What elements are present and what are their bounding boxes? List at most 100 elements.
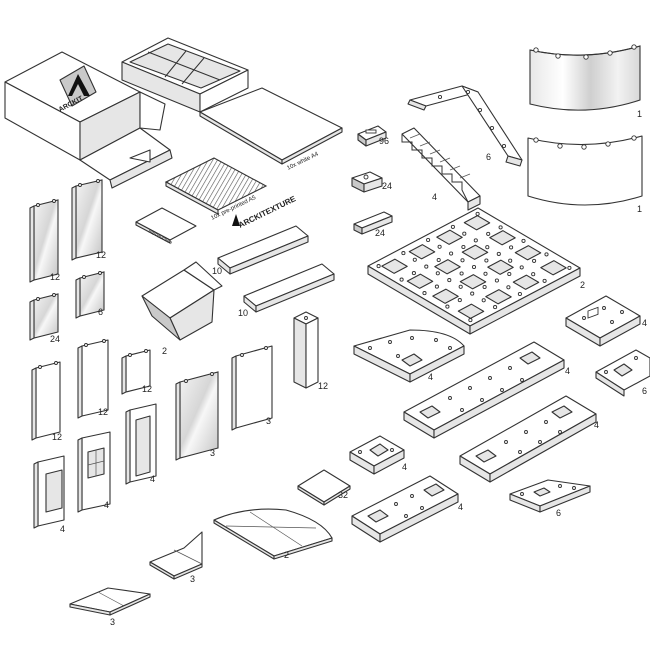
base-peg-hole (424, 264, 429, 269)
arckit-box: ARCKIT (4, 51, 173, 189)
stair-qty: 4 (432, 192, 437, 202)
triangle-tile-2: 3 (69, 587, 151, 627)
quarter-circle-tile: 2 (213, 508, 333, 560)
base-peg-hole (521, 238, 526, 243)
window-tall-right: 12 (71, 179, 106, 261)
base-end-qty: 6 (642, 386, 647, 396)
base-peg-hole (517, 291, 522, 297)
base-small-right-qty: 4 (642, 318, 647, 328)
panel-left-qty: 12 (52, 432, 62, 442)
base-peg-hole (445, 304, 450, 309)
big-base-plate-qty: 2 (580, 280, 585, 290)
window-mid-right: 6 (75, 271, 105, 319)
small-window: 12 (121, 349, 152, 395)
roof-piece: 2 (141, 261, 223, 356)
base-long-3: 4 (351, 475, 463, 543)
base-peg-hole (426, 237, 431, 243)
base-peg-hole (457, 298, 462, 303)
roof-beam-qty: 6 (486, 152, 491, 162)
base-peg-hole (482, 284, 487, 290)
quarter-circle-tile-qty: 2 (284, 550, 289, 560)
connector-a: 96 (357, 125, 389, 147)
triangle-tile-1-qty: 3 (190, 574, 195, 584)
column: 12 (293, 311, 328, 391)
base-peg-hole (459, 271, 464, 276)
base-peg-hole (450, 224, 455, 229)
base-socket (406, 273, 434, 289)
base-square-qty: 4 (402, 462, 407, 472)
base-long-2-qty: 4 (594, 420, 599, 430)
base-socket (463, 215, 491, 231)
base-socket (408, 244, 436, 260)
blank-panel: 3 (231, 345, 273, 431)
base-socket (514, 245, 542, 261)
base-peg-hole (434, 284, 439, 289)
introduction-booklet: Introduction (135, 207, 197, 246)
roof-beam: 6 (407, 85, 523, 167)
storage-tray (121, 37, 249, 113)
base-arc: 4 (353, 329, 465, 383)
base-peg-hole (435, 271, 440, 276)
window-frame-qty: 4 (104, 500, 109, 510)
base-peg-hole (498, 225, 503, 230)
base-peg-hole (481, 298, 486, 303)
panel-left: 12 (31, 361, 62, 442)
base-peg-hole (507, 271, 512, 277)
base-socket (434, 259, 461, 275)
connector-c: 24 (353, 211, 393, 238)
base-socket (489, 230, 516, 246)
base-peg-hole (532, 258, 537, 263)
base-peg-hole (519, 265, 524, 270)
triangle-tile-1: 3 (149, 531, 203, 584)
window-tall-right-qty: 12 (96, 250, 106, 260)
base-socket (487, 259, 514, 275)
base-peg-hole (542, 278, 547, 283)
base-peg-hole (447, 278, 452, 283)
base-socket (512, 274, 540, 290)
connector-c-qty: 24 (375, 228, 385, 238)
base-arc-qty: 4 (428, 372, 433, 382)
base-peg-hole (422, 291, 427, 296)
base-peg-hole (412, 257, 417, 262)
base-small-right: 4 (565, 295, 647, 347)
base-triangle-qty: 6 (556, 508, 561, 518)
base-peg-hole (458, 284, 463, 289)
column-qty: 12 (318, 381, 328, 391)
window-tall-left-qty: 12 (50, 272, 60, 282)
base-peg-hole (494, 278, 499, 283)
window-mid-left-qty: 24 (50, 334, 60, 344)
curved-wall-top: 1 (529, 44, 642, 119)
c-frame-qty: 4 (60, 524, 65, 534)
preprinted-a5-sheets: 10x pre-printed A5 (164, 157, 268, 222)
small-window-qty: 12 (142, 384, 152, 394)
door-frame-qty: 4 (150, 474, 155, 484)
roof-tile-2: 10 (238, 263, 335, 318)
base-peg-hole (411, 271, 416, 276)
base-peg-hole (483, 271, 488, 276)
base-peg-hole (470, 291, 475, 296)
base-square: 4 (349, 435, 407, 475)
base-triangle: 6 (509, 479, 591, 518)
base-peg-hole (484, 258, 489, 263)
base-peg-hole (449, 251, 454, 256)
base-peg-hole (436, 257, 441, 263)
base-peg-hole (508, 258, 513, 263)
base-peg-hole (468, 318, 473, 323)
base-end: 6 (595, 349, 650, 397)
base-peg-hole (471, 264, 477, 270)
base-peg-hole (509, 245, 514, 250)
curved-wall-bottom: 1 (527, 135, 643, 214)
base-peg-hole (437, 244, 442, 249)
base-socket (381, 258, 408, 274)
base-socket (457, 303, 485, 319)
base-socket (459, 274, 487, 290)
window-tall-left: 12 (29, 199, 60, 283)
door-frame: 4 (125, 403, 157, 485)
c-frame: 4 (33, 455, 65, 534)
base-peg-hole (531, 272, 536, 277)
base-peg-hole (496, 251, 501, 256)
roof-piece-qty: 2 (162, 346, 167, 356)
base-long-1: 4 (403, 341, 570, 439)
connector-a-qty: 96 (379, 136, 389, 146)
